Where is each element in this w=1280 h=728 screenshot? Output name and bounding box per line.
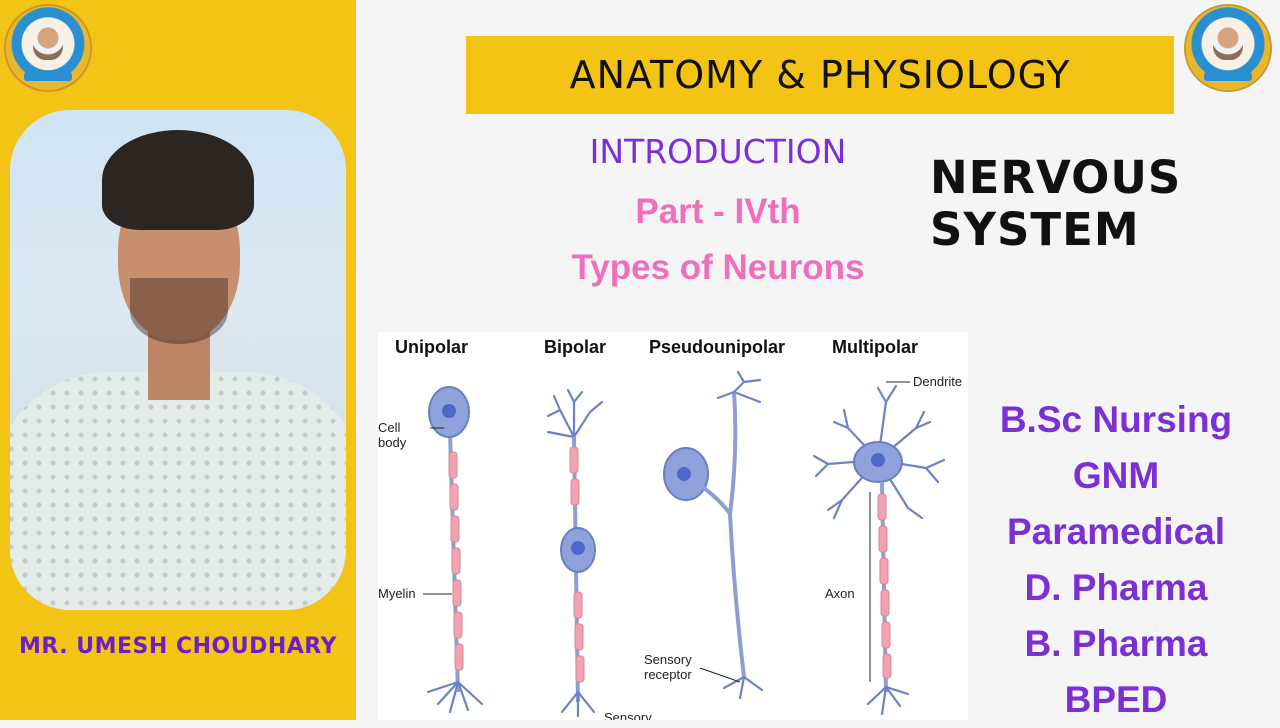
pseudounipolar-top-branches (716, 370, 762, 404)
myelin-segment (569, 446, 579, 474)
myelin-segment (880, 589, 890, 617)
topic-line-1: NERVOUS (930, 151, 1182, 204)
myelin-segment (575, 655, 585, 683)
type-label-pseudounipolar: Pseudounipolar (649, 337, 785, 357)
multipolar-neuron: Dendrite Axon (812, 374, 962, 716)
presenter-hair (102, 130, 254, 230)
myelin-segment (877, 493, 887, 521)
pseudounipolar-nucleus (677, 467, 691, 481)
myelin-segment (574, 623, 584, 651)
type-label-multipolar: Multipolar (832, 337, 918, 357)
pseudounipolar-axon (727, 391, 746, 678)
unipolar-nucleus (442, 404, 456, 418)
neuron-diagram-svg: Unipolar Bipolar Pseudounipolar Multipol… (378, 337, 962, 720)
lesson-subtitle: Types of Neurons (571, 248, 865, 287)
myelin-segment (449, 483, 459, 511)
logo-portrait (1213, 26, 1243, 60)
label-axon: Axon (825, 586, 855, 601)
myelin-segment (454, 643, 464, 671)
bipolar-dendrites (546, 388, 604, 439)
course-item: D. Pharma (1024, 567, 1208, 608)
myelin-segment (570, 478, 580, 506)
myelin-segment (448, 451, 458, 479)
presenter-shirt (10, 372, 346, 610)
multipolar-nucleus (871, 453, 885, 467)
myelin-segment (879, 557, 889, 585)
bipolar-nucleus (571, 541, 585, 555)
pseudounipolar-stem (702, 486, 732, 516)
topic-title: NERVOUS SYSTEM (930, 152, 1260, 256)
label-sensory-receptor-2: receptor (644, 667, 692, 682)
myelin-segment (450, 515, 460, 543)
logo-banner (24, 72, 72, 81)
topic-line-2: SYSTEM (930, 203, 1140, 256)
myelin-segment (573, 591, 583, 619)
myelin-segment (453, 611, 463, 639)
presenter-photo (10, 110, 346, 610)
receptor-leader (699, 667, 741, 683)
myelin-segment (878, 525, 888, 553)
presenter-beard (130, 278, 228, 344)
bipolar-terminals (560, 690, 596, 718)
type-label-unipolar: Unipolar (395, 337, 468, 357)
myelin-segment (882, 653, 892, 679)
unipolar-terminals (426, 680, 484, 714)
neuron-types-diagram: Unipolar Bipolar Pseudounipolar Multipol… (378, 332, 968, 720)
subject-banner: ANATOMY & PHYSIOLOGY (466, 36, 1174, 114)
multipolar-terminals (866, 685, 910, 716)
label-myelin: Myelin (378, 586, 416, 601)
subject-title: ANATOMY & PHYSIOLOGY (569, 53, 1071, 97)
unipolar-neuron: Cell body Myelin (378, 386, 484, 714)
channel-logo-icon (1186, 6, 1270, 90)
course-item: Paramedical (1006, 511, 1226, 552)
myelin-segment (452, 579, 462, 607)
logo-portrait (33, 26, 63, 60)
myelin-segment (451, 547, 461, 575)
pseudounipolar-receptor-branches (722, 675, 764, 700)
course-item: B.Sc Nursing (999, 399, 1233, 440)
label-cell-body: Cell (378, 420, 401, 435)
label-sensory-receptor: Sensory (644, 652, 692, 667)
part-label: Part - IVth (635, 192, 801, 231)
course-item: BPED (1064, 679, 1168, 720)
course-list: B.Sc Nursing GNM Paramedical D. Pharma B… (976, 392, 1256, 728)
pseudounipolar-neuron: Sensory receptor Sensory (604, 370, 764, 720)
presenter-neck (148, 330, 210, 400)
type-label-bipolar: Bipolar (544, 337, 606, 357)
intro-heading: INTRODUCTION (589, 132, 847, 171)
bipolar-neuron (546, 388, 604, 718)
channel-logo-icon (6, 6, 90, 90)
author-name: MR. UMESH CHOUDHARY (19, 634, 337, 659)
label-dendrite: Dendrite (913, 374, 962, 389)
course-item: B. Pharma (1024, 623, 1208, 664)
myelin-segment (881, 621, 891, 649)
label-cell-body-2: body (378, 435, 407, 450)
label-sensory-cut: Sensory (604, 710, 652, 720)
logo-banner (1204, 72, 1252, 81)
course-item: GNM (1072, 455, 1160, 496)
